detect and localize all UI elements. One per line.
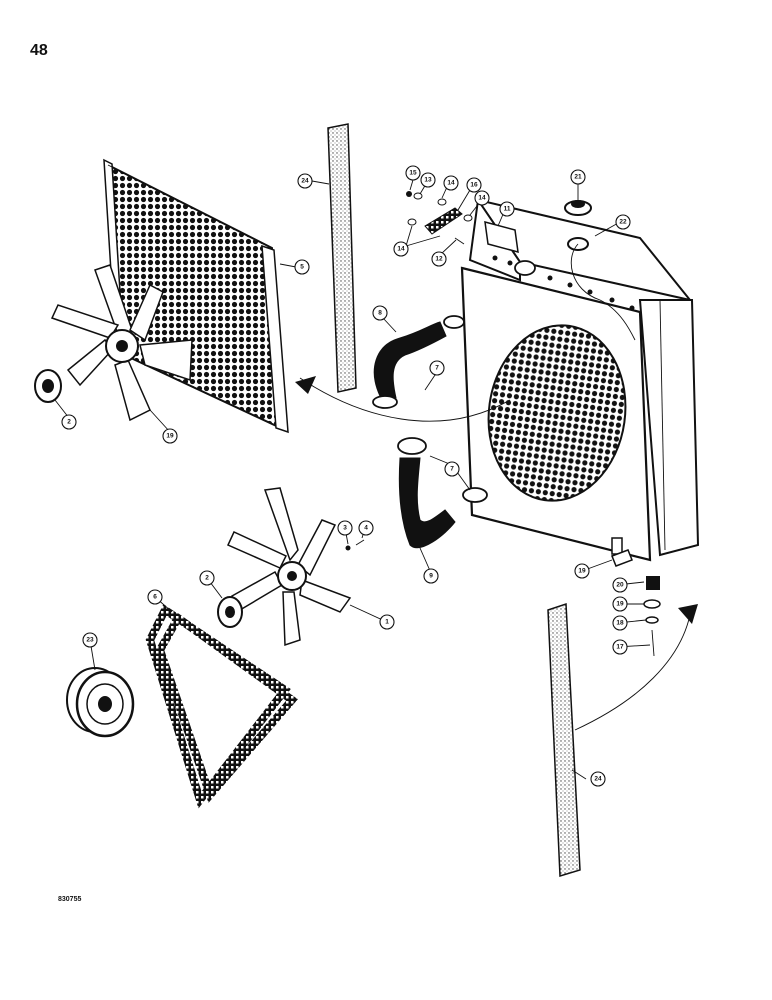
callouts: 24 5 15 13 14 16 14 14 11 12 21 22 8 7 2… (61, 165, 631, 787)
svg-text:17: 17 (616, 644, 624, 651)
callout-14-c: 14 (393, 241, 409, 257)
callout-6: 6 (147, 589, 163, 605)
svg-text:14: 14 (397, 246, 405, 253)
spacer-part-2-upper (34, 369, 62, 403)
svg-text:20: 20 (616, 582, 624, 589)
svg-text:19: 19 (578, 568, 586, 575)
lower-hose-part-9 (397, 437, 488, 548)
page-number: 48 (30, 42, 48, 59)
callout-14-a: 14 (443, 175, 459, 191)
callout-7-b: 7 (444, 461, 460, 477)
callout-24-lower: 24 (590, 771, 606, 787)
callout-11: 11 (499, 201, 515, 217)
svg-text:7: 7 (450, 466, 454, 473)
crankshaft-pulley-part-23 (66, 667, 135, 738)
assembly-arrow-lower (574, 604, 698, 731)
callout-24-upper: 24 (297, 173, 313, 189)
seal-strip-part-24-lower (547, 602, 581, 877)
svg-text:11: 11 (504, 206, 511, 213)
svg-text:24: 24 (301, 178, 309, 185)
callout-8: 8 (372, 305, 388, 321)
fan-part-1-lower (226, 487, 352, 647)
callout-7-a: 7 (429, 360, 445, 376)
callout-20: 20 (612, 577, 628, 593)
svg-text:19: 19 (616, 601, 624, 608)
svg-text:19: 19 (166, 433, 174, 440)
svg-text:6: 6 (153, 594, 157, 601)
svg-text:24: 24 (594, 776, 602, 783)
spacer-part-2-lower (217, 596, 243, 628)
upper-hose-part-8 (372, 315, 465, 409)
svg-text:22: 22 (619, 219, 627, 226)
callout-19-c: 19 (612, 596, 628, 612)
callout-19-lower: 19 (574, 563, 590, 579)
callout-16: 16 (466, 177, 482, 193)
svg-text:13: 13 (424, 177, 432, 184)
seal-strip-part-24-upper (327, 123, 357, 393)
svg-text:5: 5 (300, 264, 304, 271)
callout-18: 18 (612, 615, 628, 631)
radiator-cap-part-21 (564, 200, 592, 216)
callout-17: 17 (612, 639, 628, 655)
svg-text:8: 8 (378, 310, 382, 317)
svg-text:2: 2 (67, 419, 71, 426)
fan-part-19-upper (50, 264, 193, 422)
callout-23: 23 (82, 632, 98, 648)
svg-text:1: 1 (385, 619, 389, 626)
svg-text:9: 9 (429, 573, 433, 580)
svg-text:7: 7 (435, 365, 439, 372)
svg-text:4: 4 (364, 525, 368, 532)
callout-15: 15 (405, 165, 421, 181)
callout-19-upper: 19 (162, 428, 178, 444)
figure-code: 830755 (58, 896, 82, 903)
svg-text:14: 14 (478, 195, 486, 202)
radiator-assembly (460, 197, 700, 562)
callout-5: 5 (294, 259, 310, 275)
callout-4: 4 (358, 520, 374, 536)
mounting-hardware (406, 191, 473, 245)
svg-text:23: 23 (86, 637, 94, 644)
svg-text:3: 3 (343, 525, 347, 532)
callout-13: 13 (420, 172, 436, 188)
svg-text:14: 14 (447, 180, 455, 187)
assembly-arrow-upper (295, 376, 511, 422)
callout-3: 3 (337, 520, 353, 536)
fan-belts-part-6 (145, 604, 298, 809)
svg-text:12: 12 (435, 256, 443, 263)
svg-text:18: 18 (616, 620, 624, 627)
callout-21: 21 (570, 169, 586, 185)
svg-text:16: 16 (470, 182, 478, 189)
callout-12: 12 (431, 251, 447, 267)
svg-text:21: 21 (574, 174, 582, 181)
callout-14-b: 14 (474, 190, 490, 206)
svg-text:15: 15 (409, 170, 417, 177)
callout-2-lower: 2 (199, 570, 215, 586)
callout-9: 9 (423, 568, 439, 584)
svg-text:2: 2 (205, 575, 209, 582)
callout-2-upper: 2 (61, 414, 77, 430)
callout-22: 22 (615, 214, 631, 230)
bolt-and-washer (345, 539, 365, 551)
callout-1: 1 (379, 614, 395, 630)
